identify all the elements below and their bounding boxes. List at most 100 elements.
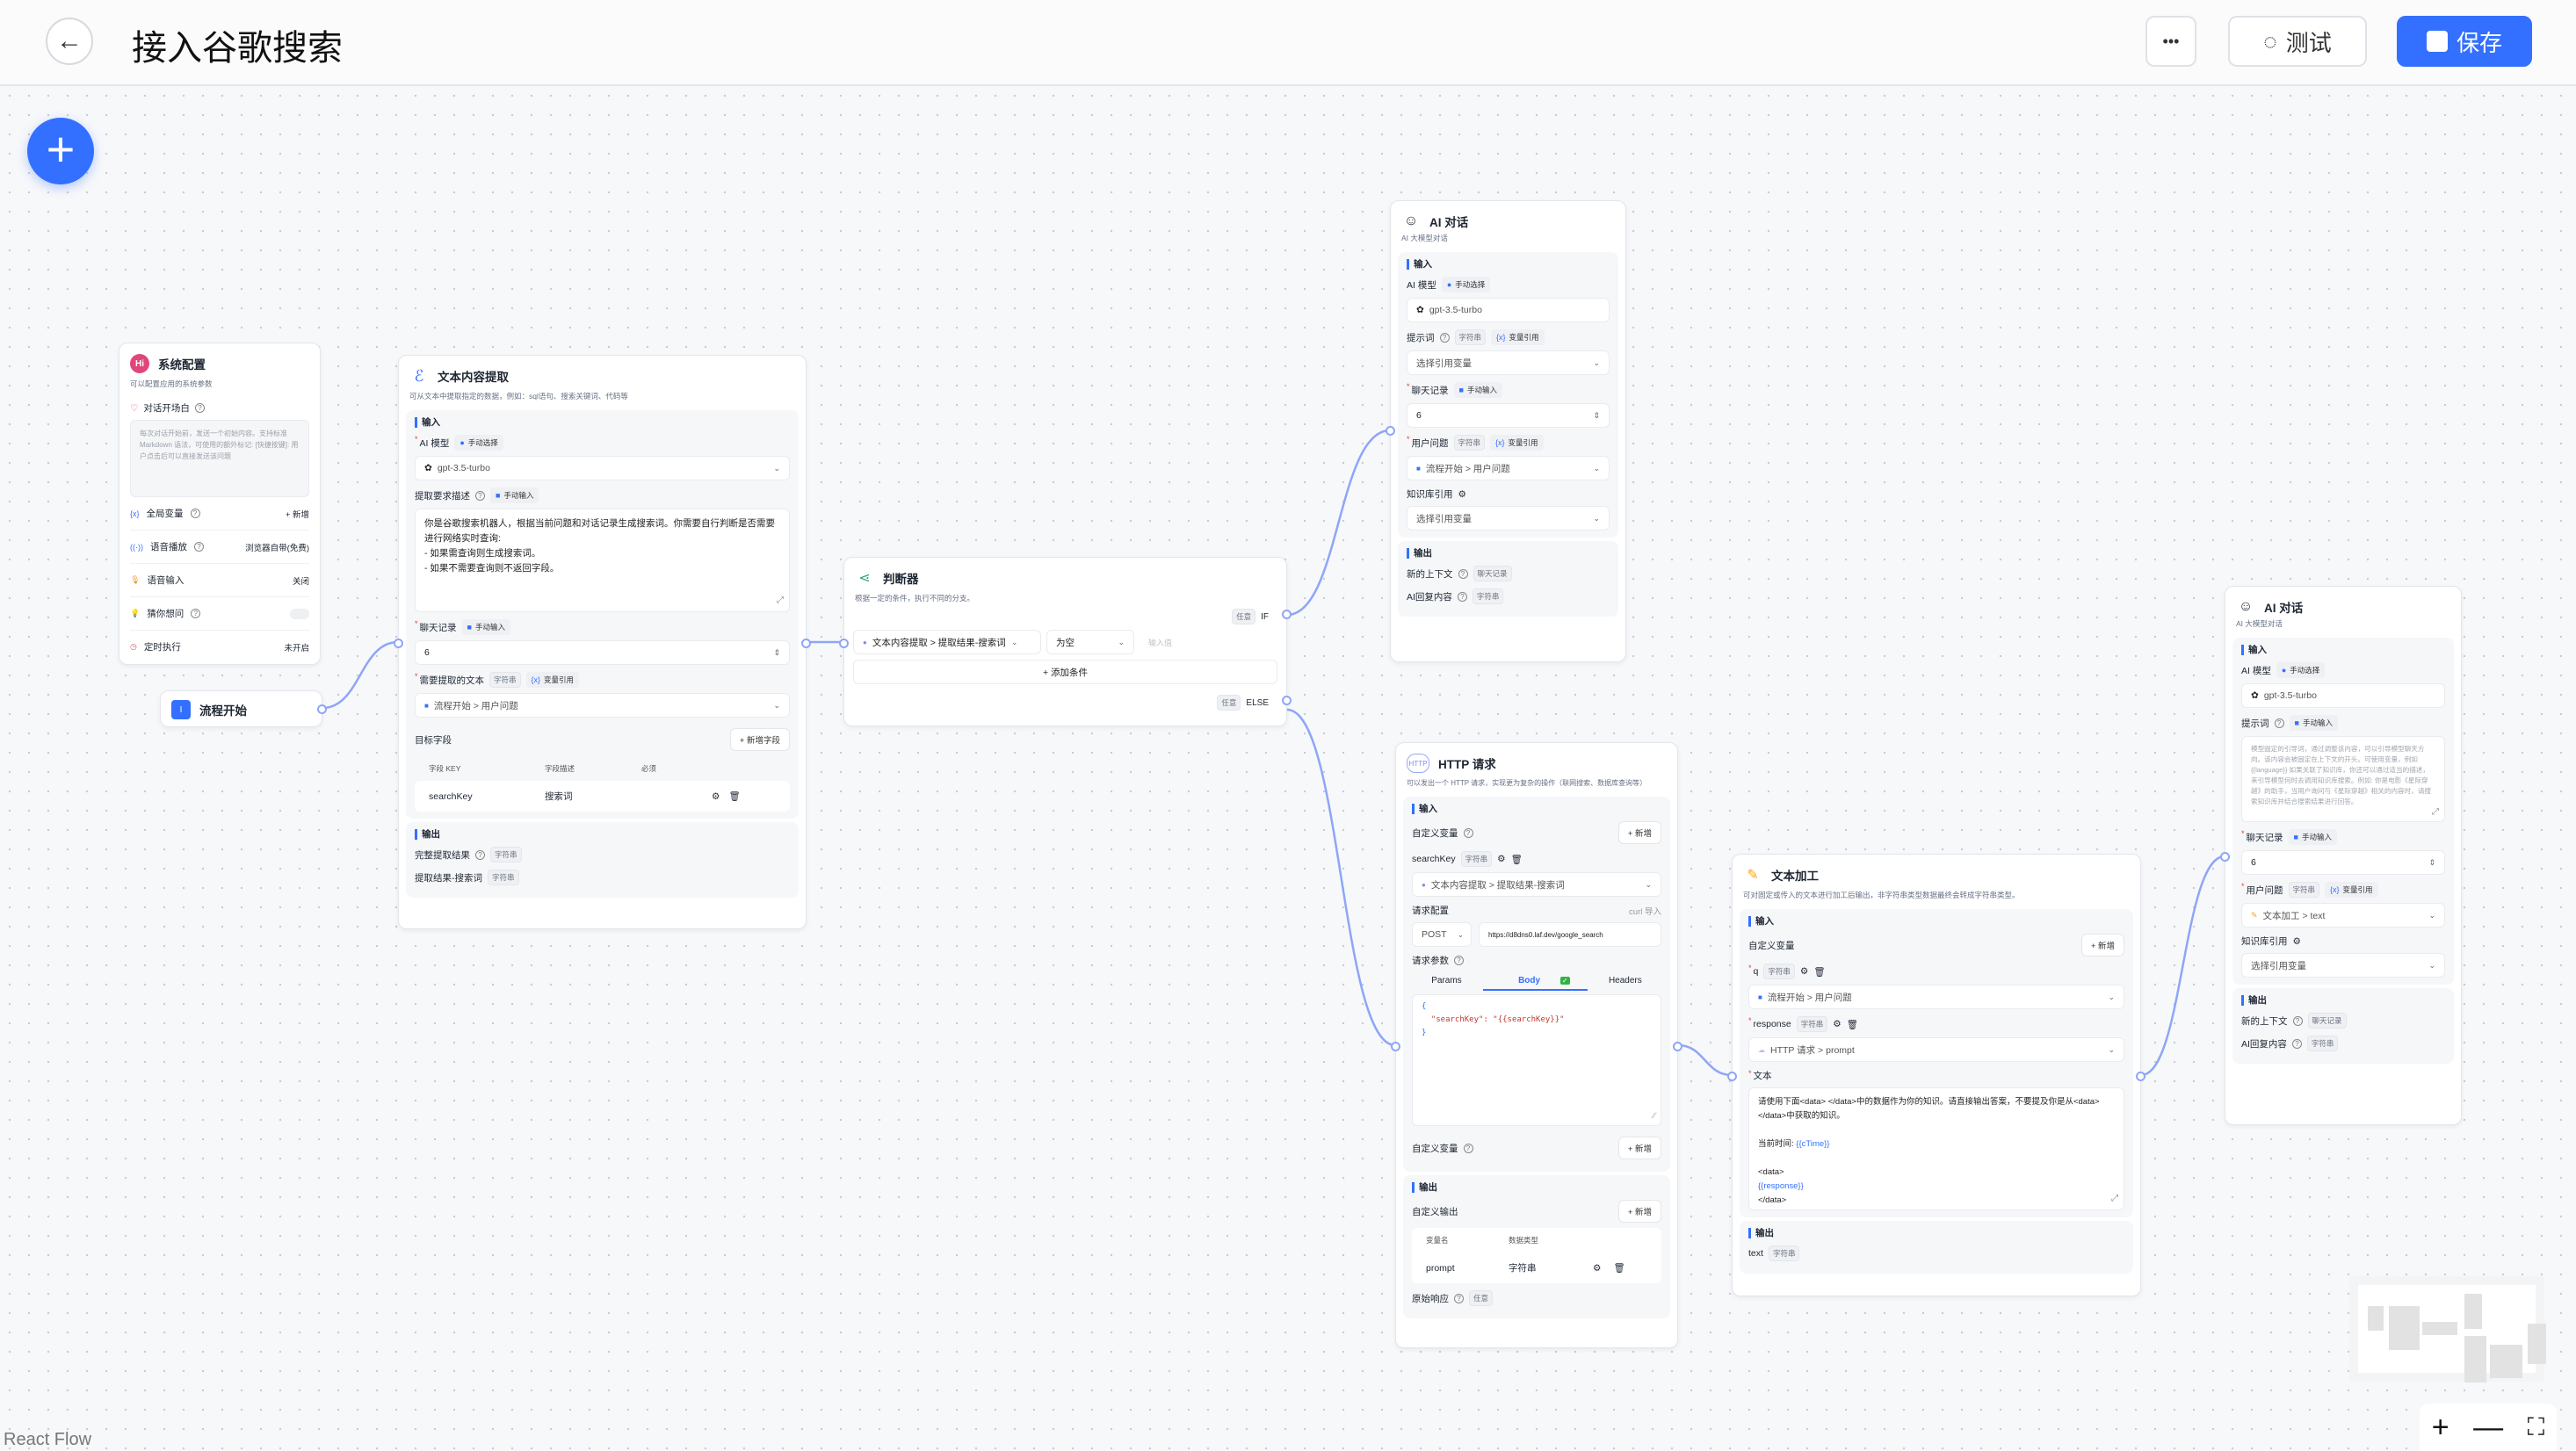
history-stepper[interactable]: 6⇕	[2241, 850, 2445, 875]
fit-view-button[interactable]: ⛶	[2527, 1412, 2545, 1440]
output-handle[interactable]	[1673, 1042, 1682, 1051]
add-variable-button[interactable]: + 新增	[2080, 934, 2124, 957]
history-stepper[interactable]: 6⇕	[415, 640, 790, 665]
mode-tag[interactable]: ●手动选择	[454, 435, 503, 451]
mode-tag[interactable]: {x}变量引用	[1491, 329, 1545, 345]
expand-icon[interactable]: ⤢	[2432, 807, 2439, 817]
system-setting-row[interactable]: ◷定时执行未开启	[130, 631, 309, 663]
url-input[interactable]: https://d8dns0.laf.dev/google_search	[1479, 922, 1661, 947]
setting-value[interactable]: + 新增	[285, 509, 309, 520]
minimap[interactable]	[2349, 1276, 2546, 1382]
mode-tag[interactable]: ●手动选择	[1441, 277, 1491, 292]
input-handle[interactable]	[2220, 852, 2230, 862]
variable-select[interactable]: ☁HTTP 请求 > prompt⌄	[1748, 1037, 2124, 1062]
add-node-button[interactable]: +	[27, 118, 94, 184]
expand-icon[interactable]: ⤢	[2111, 1194, 2118, 1203]
system-setting-row[interactable]: ((·))语音播放?浏览器自带(免费)	[130, 531, 309, 564]
zoom-out-button[interactable]: —	[2473, 1410, 2504, 1444]
add-variable-button[interactable]: + 新增	[1617, 1137, 1661, 1159]
mode-tag[interactable]: ■手动输入	[2288, 829, 2337, 845]
more-button[interactable]: •••	[2145, 16, 2196, 67]
condition-value-input[interactable]: 输入值	[1148, 638, 1173, 647]
input-handle[interactable]	[1386, 426, 1395, 436]
mode-tag[interactable]: ■手动输入	[1453, 382, 1502, 398]
model-select[interactable]: ✿gpt-3.5-turbo⌄	[415, 456, 790, 480]
gear-icon[interactable]: ⚙	[1593, 1262, 1602, 1274]
gear-icon[interactable]: ⚙	[1799, 966, 1809, 977]
mode-tag[interactable]: ■手动输入	[490, 487, 539, 503]
gear-icon[interactable]: ⚙	[1833, 1019, 1842, 1029]
tab-params[interactable]: Params	[1431, 976, 1462, 985]
node-ai-chat-1[interactable]: ☺AI 对话 AI 大模型对话 输入 AI 模型●手动选择 ✿gpt-3.5-t…	[1386, 200, 1626, 662]
condition-operator-select[interactable]: 为空⌄	[1046, 630, 1134, 654]
input-handle[interactable]	[1391, 1042, 1400, 1051]
stepper-arrows-icon[interactable]: ⇕	[1593, 410, 1600, 420]
test-button[interactable]: ◌测试	[2228, 16, 2367, 67]
flow-canvas[interactable]	[0, 86, 2576, 1451]
kb-select[interactable]: 选择引用变量⌄	[1407, 506, 1610, 531]
system-setting-row[interactable]: {x}全局变量?+ 新增	[130, 497, 309, 531]
history-stepper[interactable]: 6⇕	[1407, 403, 1610, 428]
trash-icon[interactable]: 🗑	[728, 791, 741, 802]
tab-headers[interactable]: Headers	[1608, 976, 1642, 985]
trash-icon[interactable]: 🗑	[1613, 1263, 1625, 1274]
variable-select[interactable]: ■流程开始 > 用户问题⌄	[1748, 985, 2124, 1009]
react-flow-attribution[interactable]: React Flow	[4, 1430, 92, 1449]
trash-icon[interactable]: 🗑	[1510, 854, 1523, 865]
output-handle[interactable]	[801, 639, 811, 648]
system-setting-row[interactable]: 💡猜你想问?	[130, 597, 309, 631]
question-select[interactable]: ■流程开始 > 用户问题⌄	[1407, 456, 1610, 480]
prompt-select[interactable]: 选择引用变量⌄	[1407, 350, 1610, 375]
prompt-textarea[interactable]: 模型固定的引导词，通过调整该内容，可以引导模型聊天方向。该内容会被固定在上下文的…	[2241, 736, 2445, 822]
back-button[interactable]: ←	[46, 18, 93, 65]
mode-tag[interactable]: ■手动输入	[461, 619, 510, 635]
add-condition-button[interactable]: + 添加条件	[853, 660, 1277, 684]
toggle-switch[interactable]	[290, 608, 309, 619]
welcome-textarea[interactable]: 每次对话开始前，发送一个初始内容。支持标准 Markdown 语法，可使用的额外…	[130, 420, 309, 497]
model-select[interactable]: ✿gpt-3.5-turbo	[1407, 298, 1610, 322]
else-handle[interactable]	[1282, 696, 1292, 705]
output-handle[interactable]	[317, 704, 327, 714]
text-select[interactable]: ■流程开始 > 用户问题⌄	[415, 693, 790, 718]
if-handle[interactable]	[1282, 610, 1292, 619]
condition-variable-select[interactable]: ●文本内容提取 > 提取结果-搜索词⌄	[853, 630, 1041, 654]
trash-icon[interactable]: 🗑	[1813, 966, 1826, 978]
method-select[interactable]: POST⌄	[1412, 922, 1472, 947]
question-select[interactable]: ✎文本加工 > text⌄	[2241, 903, 2445, 928]
input-handle[interactable]	[839, 639, 849, 648]
mode-tag[interactable]: ●手动选择	[2276, 662, 2326, 678]
text-editor[interactable]: 请使用下面<data> </data>中的数据作为你的知识。请直接输出答案，不要…	[1748, 1087, 2124, 1210]
save-button[interactable]: 保存	[2397, 16, 2532, 67]
node-ai-chat-2[interactable]: ☺AI 对话 AI 大模型对话 输入 AI 模型●手动选择 ✿gpt-3.5-t…	[2220, 586, 2462, 1125]
mode-tag[interactable]: {x}变量引用	[525, 672, 580, 688]
mode-tag[interactable]: {x}变量引用	[2325, 882, 2378, 898]
expand-icon[interactable]: ⤢	[777, 596, 784, 605]
input-handle[interactable]	[1727, 1072, 1737, 1081]
stepper-arrows-icon[interactable]: ⇕	[773, 647, 780, 657]
input-handle[interactable]	[394, 639, 403, 648]
curl-import-button[interactable]: curl 导入	[1629, 906, 1661, 917]
gear-icon[interactable]: ⚙	[2292, 935, 2301, 947]
model-select[interactable]: ✿gpt-3.5-turbo	[2241, 683, 2445, 708]
resize-handle-icon[interactable]: ⁄⁄	[1652, 1112, 1655, 1121]
node-text-processing[interactable]: ✎文本加工 可对固定或传入的文本进行加工后输出，非字符串类型数据最终会转成字符串…	[1727, 854, 2145, 1296]
prompt-textarea[interactable]: 你是谷歌搜索机器人，根据当前问题和对话记录生成搜索词。你需要自行判断是否需要进行…	[415, 509, 790, 612]
output-handle[interactable]	[2136, 1072, 2145, 1081]
add-output-button[interactable]: + 新增	[1617, 1200, 1661, 1223]
gear-icon[interactable]: ⚙	[1497, 854, 1506, 864]
kb-select[interactable]: 选择引用变量⌄	[2241, 953, 2445, 978]
gear-icon[interactable]: ⚙	[1458, 488, 1466, 500]
setting-value[interactable]: 浏览器自带(免费)	[245, 543, 309, 553]
add-variable-button[interactable]: + 新增	[1617, 821, 1661, 844]
system-setting-row[interactable]: 🎙语音输入关闭	[130, 564, 309, 597]
stepper-arrows-icon[interactable]: ⇕	[2428, 857, 2435, 867]
setting-value[interactable]: 未开启	[284, 643, 309, 653]
gear-icon[interactable]: ⚙	[712, 790, 720, 802]
add-field-button[interactable]: + 新增字段	[729, 728, 790, 751]
mode-tag[interactable]: ■手动输入	[2289, 715, 2338, 731]
